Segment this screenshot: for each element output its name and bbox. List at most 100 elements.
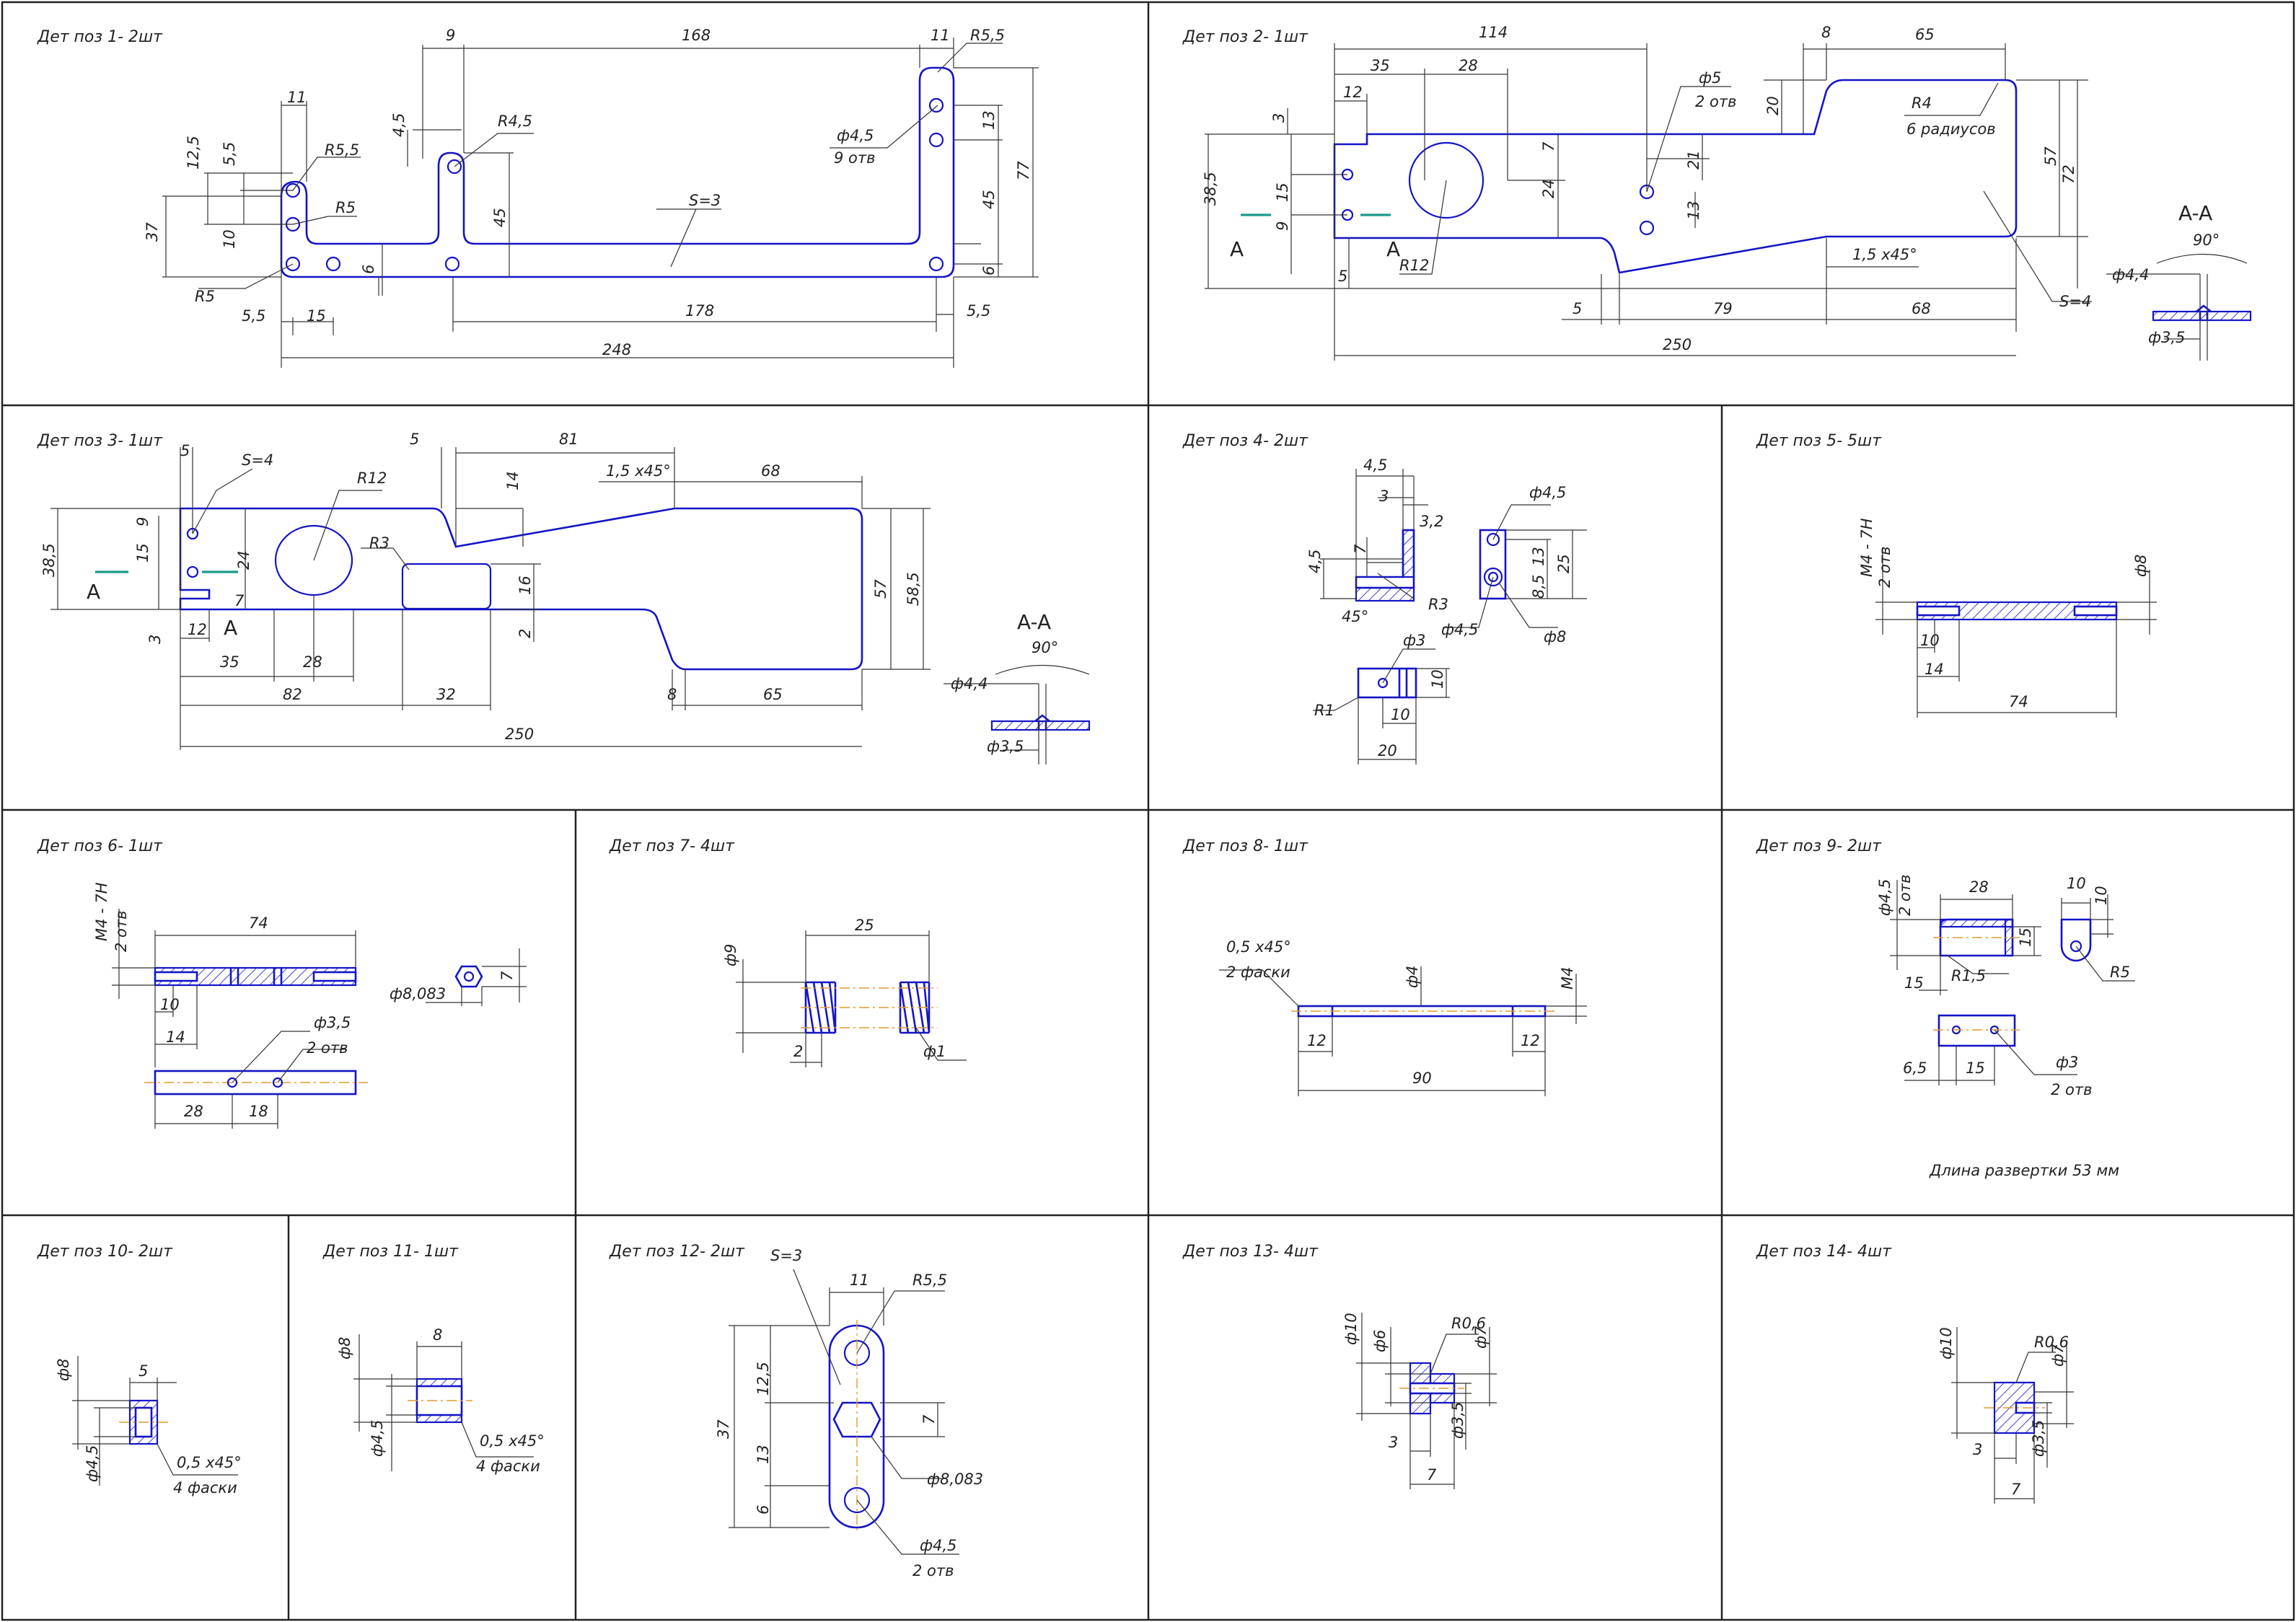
dimension-label-labels-p14-h35: ф3,5	[2030, 1420, 2047, 1457]
dimension-label-labels-p2-d250: 250	[1663, 336, 1692, 353]
dimension-label-labels-p1-h45n: 9 отв	[834, 149, 876, 167]
dimension-label-labels-p12-hx: ф8,083	[927, 1471, 983, 1488]
dimension-label-labels-p10-h8: ф8	[55, 1359, 72, 1381]
dimension-label-labels-p2-h35: ф3,5	[2148, 329, 2185, 346]
dimension-label-labels-p11-ch: 0,5 x45°	[480, 1432, 545, 1450]
dimension-label-labels-p9-d65: 6,5	[1903, 1059, 1927, 1077]
dimension-label-labels-p2-d9: 9	[1274, 221, 1291, 231]
dimension-label-labels-p9-r5: R5	[2110, 964, 2130, 981]
dimension-label-labels-p6-d74: 74	[249, 914, 268, 932]
dimension-label-labels-p6-d14: 14	[166, 1028, 185, 1046]
dimension-label-labels-p7-h9: ф9	[722, 944, 739, 966]
dimension-label-labels-p4-d85: 8,5	[1530, 575, 1547, 599]
dimension-label-labels-p2-h5: ф5	[1699, 69, 1721, 87]
part-4-drawing: 4,5 3 3,2 7 4,5 45° R3 ф4,5 13 25 8,5 ф4…	[1306, 457, 1587, 764]
dimension-label-labels-p3-a1: A	[87, 580, 100, 604]
dimension-label-labels-p13-d7: 7	[1427, 1466, 1437, 1484]
part-10-drawing: ф8 5 ф4,5 0,5 x45° 4 фаски	[55, 1356, 242, 1497]
dimension-label-labels-p4-d20: 20	[1378, 742, 1397, 759]
dimension-label-labels-p5-mn: 2 отв	[1876, 547, 1893, 589]
dimension-label-labels-p8-d12b: 12	[1521, 1032, 1540, 1049]
dimension-label-labels-p4-d7: 7	[1352, 544, 1369, 554]
part-2-outline	[1333, 79, 2018, 274]
dimension-label-labels-p3-h44: ф4,4	[951, 675, 988, 692]
dimension-label-labels-p2-h5n: 2 отв	[1695, 93, 1737, 110]
part-13-drawing: ф10 ф6 R0,6 ф7 3 ф3,5 7	[1342, 1313, 1497, 1489]
part-14-drawing: ф10 R0,6 ф7 3 ф3,5 7	[1937, 1327, 2074, 1504]
dimension-label-labels-p2-d57: 57	[2042, 146, 2059, 166]
dimension-label-labels-p3-ang: 90°	[1032, 639, 1058, 656]
dimension-label-labels-p6-mn: 2 отв	[113, 911, 130, 953]
dimension-label-labels-p1-d11: 11	[287, 89, 307, 106]
dimension-label-labels-p1-d10: 10	[221, 229, 238, 249]
dimension-label-labels-p2-d7: 7	[1540, 141, 1557, 151]
dimension-label-labels-p2-d8: 8	[1821, 24, 1831, 41]
dimension-label-labels-p1-d15: 15	[307, 307, 326, 325]
dimension-label-labels-p8-chn: 2 фаски	[1226, 964, 1290, 981]
dimension-label-labels-p3-h35: ф3,5	[987, 738, 1024, 755]
dimension-label-labels-p2-r4n: 6 радиусов	[1906, 120, 1996, 138]
dimension-label-labels-p12-d13: 13	[755, 1445, 772, 1464]
dimension-label-labels-p8-h4: ф4	[1404, 966, 1421, 988]
dimension-label-labels-p3-d68: 68	[761, 462, 780, 480]
dimension-label-labels-p2-d24: 24	[1540, 179, 1557, 198]
dimension-label-labels-p12-s3: S=3	[770, 1247, 802, 1264]
part-10-title: Дет поз 10- 2шт	[37, 1243, 173, 1261]
dimension-label-labels-p1-d125: 12,5	[185, 136, 202, 169]
dimension-label-labels-p1-d9: 9	[446, 27, 455, 44]
dimension-label-labels-p1-d45b: 45	[491, 208, 509, 227]
dimension-label-labels-p2-a2: A	[1386, 237, 1400, 261]
dimension-label-labels-p1-d37: 37	[144, 222, 161, 242]
dimension-label-labels-p4-r3: R3	[1428, 596, 1448, 613]
part-8-drawing: 0,5 x45° 2 фаски ф4 M4 12 12 90	[1219, 938, 1587, 1096]
part-1-outline	[280, 66, 955, 278]
dimension-label-labels-p3-d7: 7	[234, 592, 245, 609]
dimension-label-labels-p1-r55b: R5,5	[325, 141, 359, 159]
part-9-title: Дет поз 9- 2шт	[1756, 837, 1882, 855]
dimension-label-labels-p2-d21: 21	[1685, 150, 1702, 169]
dimension-label-labels-p9-d10: 10	[2067, 875, 2086, 892]
dimension-label-labels-p1-d11b: 11	[931, 27, 950, 44]
dimension-label-labels-p12-d6: 6	[755, 1505, 772, 1515]
part-5-title: Дет поз 5- 5шт	[1756, 432, 1882, 450]
dimension-label-labels-p1-r5: R5	[335, 199, 356, 216]
dimension-label-labels-p6-d7: 7	[498, 971, 516, 981]
dimension-label-labels-p3-d28: 28	[303, 653, 322, 671]
dimension-label-labels-p1-d178: 178	[685, 302, 714, 319]
dimension-label-labels-p2-h44: ф4,4	[2112, 266, 2149, 283]
dimension-label-labels-p9-d15b: 15	[1904, 974, 1924, 992]
dimension-label-labels-p3-d2: 2	[516, 629, 534, 638]
dimension-label-labels-p1-d55: 5,5	[221, 142, 238, 166]
dimension-label-labels-p4-h8: ф8	[1544, 628, 1566, 645]
dimension-label-labels-p4-h3: ф3	[1403, 632, 1425, 649]
unfold-length-note: Длина развертки 53 мм	[1929, 1162, 2119, 1179]
dimension-label-labels-p1-d248: 248	[602, 341, 631, 358]
dimension-label-labels-p9-h45n: 2 отв	[1896, 875, 1914, 917]
dimension-label-labels-p10-ch: 0,5 x45°	[177, 1454, 242, 1471]
dimension-label-labels-p2-d79: 79	[1713, 300, 1733, 317]
dimension-label-labels-p2-r4: R4	[1912, 94, 1932, 112]
dimension-label-labels-p6-hx: ф8,083	[390, 985, 446, 1002]
dimension-label-labels-p3-d5b: 5	[410, 431, 419, 448]
dimension-label-labels-p9-d15c: 15	[1966, 1059, 1985, 1077]
dimension-label-labels-p3-d32: 32	[436, 686, 456, 703]
part-9-drawing: ф4,5 2 отв 28 15 R1,5 15 10 10 R5 6,5 15…	[1876, 875, 2135, 1179]
dimension-label-labels-p3-r12: R12	[357, 470, 387, 487]
dimension-label-labels-p5-d14: 14	[1925, 661, 1944, 678]
part-5-drawing: M4 - 7H 2 отв ф8 10 14 74	[1858, 518, 2157, 718]
dimension-label-labels-p12-h45: ф4,5	[920, 1537, 956, 1554]
dimension-label-labels-p9-r15: R1,5	[1951, 967, 1986, 984]
dimension-label-labels-p1-d77: 77	[1015, 161, 1032, 180]
dimension-label-labels-p1-r5b: R5	[195, 288, 215, 305]
dimension-label-labels-p9-d28: 28	[1969, 878, 1989, 896]
dimension-label-labels-p2-d68: 68	[1912, 300, 1931, 317]
dimension-label-labels-p3-d24: 24	[235, 550, 252, 570]
dimension-label-labels-p8-d90: 90	[1412, 1070, 1432, 1087]
dimension-label-labels-p11-h8: ф8	[336, 1337, 353, 1359]
dimension-label-labels-p12-r55: R5,5	[912, 1271, 947, 1289]
part-3-title: Дет поз 3- 1шт	[37, 432, 163, 450]
dimension-label-labels-p4-ang: 45°	[1342, 608, 1368, 625]
dimension-label-labels-p4-r1: R1	[1314, 702, 1334, 719]
dimension-label-labels-p3-r3: R3	[369, 534, 390, 552]
